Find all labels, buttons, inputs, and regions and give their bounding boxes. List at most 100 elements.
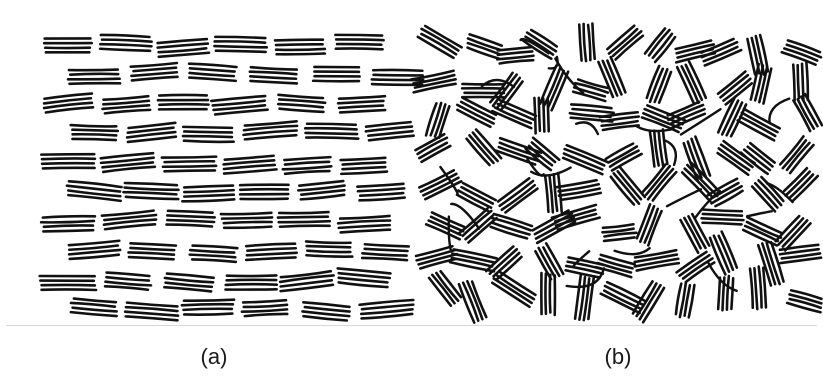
lamella-line — [422, 29, 459, 51]
lamella-line — [579, 25, 582, 61]
lamella-line — [215, 41, 265, 43]
lamella-line — [184, 190, 233, 192]
lamella-stack — [417, 25, 462, 59]
lamella-line — [365, 249, 408, 251]
lamella-line — [276, 49, 325, 50]
lamella-line — [241, 199, 288, 200]
lamella-stack — [164, 273, 214, 291]
lamella-stack — [429, 269, 462, 306]
lamella-line — [245, 313, 287, 316]
lamella-line — [306, 137, 358, 139]
lamella-stack — [70, 125, 118, 140]
lamella-line — [425, 103, 436, 135]
lamella-stack — [716, 141, 756, 175]
lamella-stack — [636, 204, 662, 245]
lamella-line — [73, 134, 117, 136]
lamella-line — [640, 285, 661, 319]
lamella-stack — [182, 185, 234, 202]
lamella-stack — [44, 38, 92, 52]
lamella-line — [72, 130, 117, 131]
lamella-line — [436, 273, 458, 301]
lamella-line — [132, 76, 178, 80]
lamella-line — [779, 218, 804, 244]
lamella-stack — [489, 213, 533, 239]
lamella-stack — [459, 208, 497, 243]
lamella-line — [457, 105, 493, 124]
lamella-line — [469, 135, 493, 163]
lamella-line — [190, 68, 235, 71]
lamella-stack — [645, 27, 677, 62]
lamella-line — [754, 268, 757, 309]
lamella-line — [679, 255, 709, 276]
lamella-line — [303, 316, 346, 321]
lamella-line — [182, 199, 234, 202]
lamella-stack — [336, 268, 390, 287]
lamella-stack — [602, 224, 637, 241]
lamella-line — [279, 212, 328, 213]
lamella-line — [131, 72, 176, 76]
lamella-stack — [362, 244, 409, 260]
lamella-line — [550, 275, 551, 313]
lamella-line — [224, 227, 271, 229]
lamella-line — [554, 174, 558, 211]
lamella-line — [601, 255, 635, 265]
lamella-line — [278, 104, 323, 108]
lamella-line — [278, 217, 328, 218]
lamella-line — [374, 75, 423, 76]
lamella-stack — [579, 23, 595, 61]
lamella-line — [216, 51, 266, 52]
lamella-line — [284, 157, 330, 160]
lamella-line — [126, 307, 178, 311]
lamella-stack — [105, 272, 152, 290]
lamella-line — [130, 243, 175, 245]
lamella-line — [683, 258, 713, 279]
lamella-line — [340, 216, 389, 219]
lamella-line — [283, 166, 332, 170]
lamella-stack — [491, 271, 536, 307]
lamella-line — [592, 24, 595, 59]
lamella-line — [127, 303, 177, 307]
lamella-line — [184, 308, 232, 309]
lamella-line — [307, 251, 350, 253]
lamella-line — [545, 274, 546, 314]
lamella-line — [133, 68, 176, 71]
lamella-line — [43, 168, 95, 169]
lamella-line — [432, 275, 455, 304]
lamella-stack — [189, 245, 237, 262]
lamella-line — [421, 33, 456, 54]
lamella-line — [571, 104, 611, 108]
lamella-stack — [793, 94, 822, 131]
lamella-line — [243, 300, 286, 303]
lamella-stack — [650, 129, 668, 167]
lamella-line — [646, 166, 670, 195]
lamella-line — [787, 303, 820, 313]
lamella-line — [301, 195, 344, 200]
lamella-stack — [675, 282, 695, 319]
lamella-line — [190, 254, 236, 257]
lamella-line — [645, 28, 665, 53]
lamella-line — [159, 95, 207, 96]
lamella-line — [280, 109, 324, 113]
lamella-line — [124, 192, 177, 194]
lamella-stack — [610, 167, 646, 206]
lamella-line — [165, 170, 215, 171]
lamella-line — [125, 188, 179, 191]
lamella-stack — [211, 96, 267, 115]
lamella-stack — [717, 72, 753, 105]
lamella-line — [727, 276, 729, 310]
lamella-line — [215, 37, 265, 39]
lamella-line — [69, 241, 119, 246]
lamella-line — [500, 60, 534, 64]
lamella-line — [275, 39, 323, 40]
lamella-line — [69, 70, 118, 71]
lamella-line — [71, 303, 115, 307]
lamella-stack — [41, 154, 95, 168]
lamella-stack — [600, 112, 640, 130]
lamella-stack — [225, 275, 276, 289]
lamella-line — [462, 88, 504, 89]
lamella-line — [158, 43, 208, 47]
lamella-stack — [779, 136, 813, 173]
lamella-line — [130, 248, 174, 250]
lamella-stack — [68, 70, 120, 84]
lamella-line — [365, 244, 409, 247]
